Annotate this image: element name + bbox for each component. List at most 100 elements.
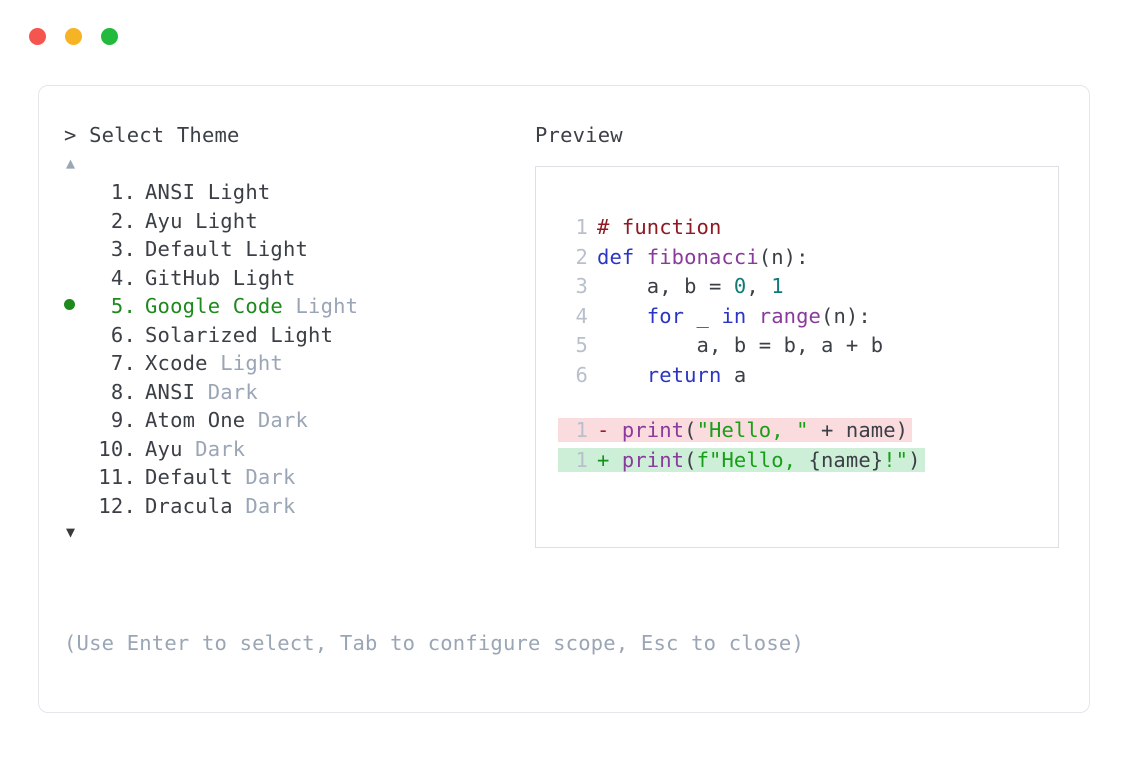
theme-item-name: Ayu Light (145, 208, 258, 233)
code-token-plain: + name) (808, 418, 909, 442)
theme-item-index: 2. (110, 208, 136, 233)
code-line-text: a, b = b, a + b (597, 333, 884, 357)
diff-plus-sign: + (597, 447, 622, 472)
code-token-keyword: for (646, 303, 685, 328)
line-number: 6 (575, 362, 588, 387)
code-token-func: print (621, 447, 685, 472)
line-number: 1 (575, 215, 588, 239)
theme-picker-card: > Select Theme ▲ 1. ANSI Light 2. Ayu Light… (38, 85, 1090, 713)
diff-minus-sign: - (597, 418, 622, 442)
theme-list-item[interactable]: 8. ANSI Dark (64, 380, 534, 409)
theme-list-item[interactable]: 5. Google Code Light (64, 294, 534, 323)
code-token-str: "Hello, " (696, 418, 809, 442)
line-number: 4 (575, 303, 588, 328)
line-number: 5 (575, 333, 588, 357)
theme-list-item[interactable]: 7.Xcode Light (64, 351, 534, 380)
line-number: 1 (558, 418, 597, 442)
theme-list-item[interactable]: 11.Default Dark (64, 465, 534, 494)
code-token-plain: ( (684, 447, 697, 472)
code-line: 5 a, b = b, a + b (536, 333, 1058, 363)
code-line: 1 # function (536, 215, 1058, 245)
theme-item-name: Atom One (145, 408, 246, 432)
code-token-plain (597, 304, 647, 328)
code-line-text: def fibonacci(n): (597, 245, 809, 269)
theme-item-name: Google Code (145, 294, 283, 318)
theme-item-index: 5. (110, 294, 136, 318)
code-token-func: fibonacci (646, 244, 759, 269)
diff-line-added: 1+ print(f"Hello, {name}!") (536, 447, 1058, 478)
code-line-text: # function (597, 215, 721, 239)
code-line-text: a, b = 0, 1 (597, 274, 784, 298)
theme-item-name: Default Light (145, 237, 309, 261)
code-line: 4 for _ in range(n): (536, 304, 1058, 334)
theme-list-item[interactable]: 12.Dracula Dark (64, 494, 534, 523)
selector-prompt: > Select Theme (64, 123, 240, 147)
diff-line-removed: 1- print("Hello, " + name) (536, 418, 1058, 448)
maximize-dot[interactable] (101, 27, 118, 45)
code-token-str: f"Hello, (696, 447, 809, 472)
theme-item-index: 10. (98, 436, 136, 461)
scroll-up-icon[interactable]: ▲ (66, 154, 76, 172)
theme-list-item[interactable]: 4. GitHub Light (64, 266, 534, 295)
code-token-num: 1 (771, 274, 784, 298)
code-token-plain (746, 304, 758, 328)
code-line: 3 a, b = 0, 1 (536, 274, 1058, 304)
theme-list-item[interactable]: 6. Solarized Light (64, 323, 534, 352)
theme-item-index: 7. (110, 351, 136, 375)
code-token-keyword: def (597, 244, 647, 269)
theme-item-index: 8. (110, 379, 136, 404)
code-token-num: 0 (733, 274, 747, 298)
theme-item-name: GitHub Light (145, 265, 296, 290)
theme-selector: > Select Theme ▲ 1. ANSI Light 2. Ayu Light… (64, 123, 534, 542)
diff-line-text: + print(f"Hello, {name}!") (597, 447, 925, 472)
theme-item-variant: Dark (195, 379, 258, 404)
minimize-dot[interactable] (65, 27, 82, 45)
diff-line-text: - print("Hello, " + name) (597, 418, 913, 442)
theme-item-name: Default (145, 465, 233, 489)
code-spacer (536, 392, 1058, 418)
theme-item-index: 3. (110, 237, 136, 261)
theme-item-variant: Dark (232, 493, 296, 518)
code-token-plain: _ (684, 303, 722, 328)
theme-item-index: 4. (110, 265, 136, 290)
selection-dot (64, 299, 75, 310)
theme-list-item[interactable]: 2. Ayu Light (64, 209, 534, 238)
theme-list-item[interactable]: 9. Atom One Dark (64, 408, 534, 437)
theme-item-index: 9. (110, 408, 136, 432)
code-token-plain: , (746, 274, 772, 298)
code-token-str: !" (883, 447, 909, 472)
theme-item-index: 1. (110, 180, 136, 204)
theme-list-item[interactable]: 3. Default Light (64, 237, 534, 266)
code-token-comment: # function (597, 215, 722, 239)
scroll-down-icon[interactable]: ▼ (66, 523, 76, 541)
keyboard-hint: (Use Enter to select, Tab to configure s… (64, 631, 804, 655)
code-token-plain: a, b = (597, 274, 734, 298)
theme-item-name: Dracula (145, 493, 233, 518)
code-token-plain: (n): (821, 303, 871, 328)
code-token-keyword: return (646, 362, 722, 387)
theme-list-item[interactable]: 1. ANSI Light (64, 180, 534, 209)
theme-item-index: 6. (110, 322, 136, 347)
code-line: 6 return a (536, 363, 1058, 393)
theme-item-variant: Light (282, 294, 359, 318)
code-token-plain: {name} (808, 447, 884, 472)
theme-item-name: ANSI (145, 379, 196, 404)
code-token-plain: ) (908, 447, 921, 472)
code-token-plain: ( (684, 418, 697, 442)
theme-item-variant: Dark (245, 408, 309, 432)
code-token-func: print (621, 418, 685, 442)
theme-item-name: ANSI Light (145, 180, 271, 204)
theme-list-item[interactable]: 10.Ayu Dark (64, 437, 534, 466)
line-number: 3 (575, 274, 588, 298)
theme-item-name: Solarized Light (145, 322, 334, 347)
close-dot[interactable] (29, 27, 46, 45)
theme-item-name: Ayu (145, 436, 183, 461)
code-token-func: range (758, 303, 821, 328)
theme-item-variant: Dark (232, 465, 296, 489)
code-token-keyword: in (721, 303, 747, 328)
